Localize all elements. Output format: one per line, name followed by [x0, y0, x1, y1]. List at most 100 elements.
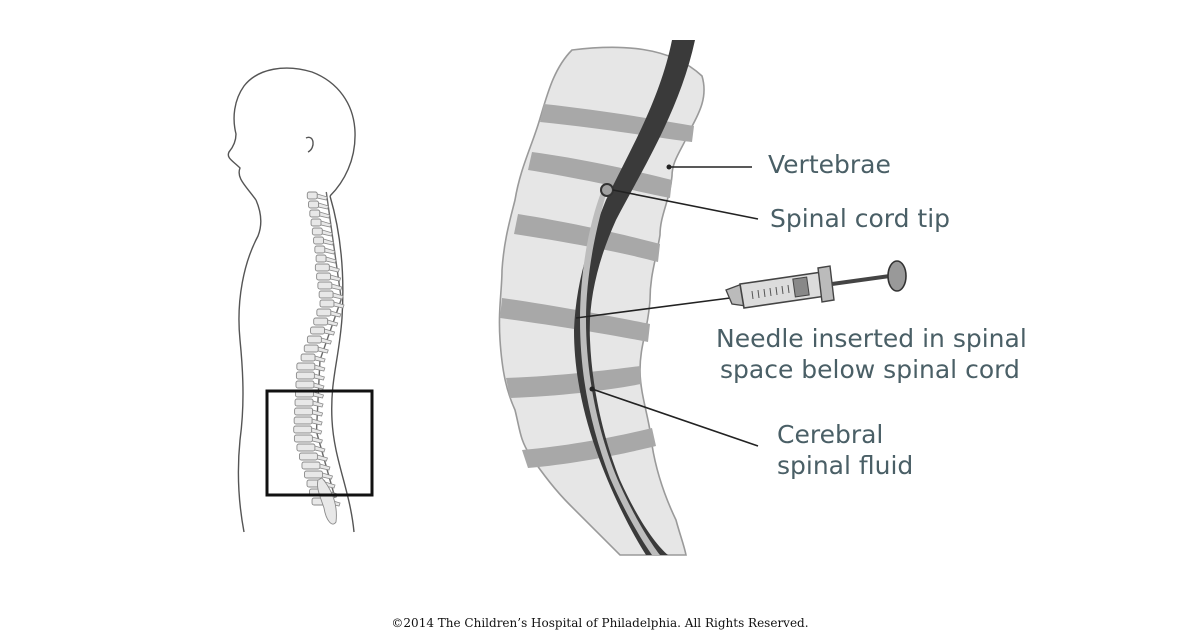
small-sacrum	[317, 477, 337, 525]
small-vertebra	[314, 263, 330, 272]
small-vertebra	[310, 326, 325, 335]
csf-marker	[589, 386, 595, 392]
small-vertebra	[308, 200, 319, 209]
small-vertebra	[309, 209, 321, 218]
disc-2	[528, 152, 672, 198]
leader-cord-tip	[612, 189, 759, 220]
small-spinous-process	[319, 211, 331, 219]
small-spinous-process	[323, 238, 335, 246]
small-spinous-process	[325, 256, 337, 264]
small-spinous-process	[322, 472, 333, 480]
small-vertebra	[316, 272, 332, 281]
body-outline	[227, 67, 356, 533]
small-spinous-process	[332, 292, 344, 300]
small-spinous-process	[313, 391, 325, 399]
syringe	[575, 260, 907, 319]
small-vertebra	[315, 254, 327, 263]
small-spinous-process	[317, 454, 328, 462]
label-spinal-cord-tip-text: Spinal cord tip	[770, 204, 951, 233]
inset-box	[265, 389, 374, 497]
small-spinous-process	[321, 337, 332, 345]
label-csf-line1: Cerebral	[777, 420, 884, 449]
disc-6	[522, 428, 656, 468]
small-vertebra	[300, 353, 316, 362]
plunger-seal	[792, 276, 810, 298]
disc-3	[514, 214, 660, 262]
small-spinous-process	[312, 409, 324, 417]
small-vertebra	[313, 317, 329, 326]
ear-outline	[305, 136, 314, 153]
leader-lines	[591, 166, 759, 447]
small-spinous-process	[319, 463, 331, 471]
small-vertebra	[317, 281, 333, 290]
label-vertebrae-text: Vertebrae	[768, 150, 891, 179]
small-vertebra	[311, 227, 323, 236]
small-spinous-process	[324, 328, 336, 336]
label-csf-line2: spinal fluid	[777, 451, 914, 480]
small-vertebra	[296, 443, 316, 452]
small-spinous-process	[317, 346, 329, 354]
small-spinous-process	[316, 193, 328, 201]
small-spinous-process	[333, 301, 345, 309]
small-vertebra	[313, 236, 325, 245]
lumbar-spine	[498, 40, 705, 556]
small-vertebra	[293, 425, 313, 434]
small-spinous-process	[314, 373, 325, 381]
small-spinous-process	[314, 355, 326, 363]
small-spinous-process	[312, 400, 324, 408]
small-spinous-process	[328, 265, 340, 273]
front-outline	[237, 199, 262, 533]
vertebrae-marker	[666, 164, 672, 170]
plunger-rod	[831, 274, 891, 286]
small-vertebra	[293, 416, 313, 425]
small-vertebra	[294, 407, 314, 416]
small-spinous-process	[324, 247, 336, 255]
small-vertebra	[319, 299, 335, 308]
back-outline	[329, 195, 355, 533]
barrel-flange	[817, 265, 835, 303]
small-vertebra	[293, 434, 313, 443]
small-vertebra	[303, 344, 319, 353]
small-spinous-process	[330, 310, 342, 318]
small-spinous-process	[314, 445, 326, 453]
small-vertebra	[304, 470, 323, 479]
small-vertebra	[306, 191, 318, 200]
small-vertebra	[306, 335, 322, 344]
disc-5	[506, 366, 641, 398]
copyright-notice: ©2014 The Children’s Hospital of Philade…	[391, 616, 809, 630]
small-vertebra	[295, 380, 315, 389]
small-vertebra	[318, 290, 334, 299]
small-spinous-process	[320, 220, 332, 228]
small-vertebra	[296, 362, 316, 371]
small-spinous-process	[327, 319, 339, 327]
label-needle-line1: Needle inserted in spinal	[716, 324, 1027, 353]
small-spinous-process	[321, 229, 333, 237]
label-spinal-cord-tip: Spinal cord tip	[770, 203, 950, 234]
small-spinous-process	[330, 274, 342, 282]
small-vertebra	[294, 398, 314, 407]
small-vertebra	[316, 308, 332, 317]
small-spine	[293, 191, 345, 525]
small-spinous-process	[314, 364, 326, 372]
small-spinous-process	[318, 202, 330, 210]
head-outline	[227, 67, 356, 201]
small-spinous-process	[311, 427, 323, 435]
plunger-thumb	[887, 260, 907, 292]
vertebral-column	[498, 46, 705, 556]
label-csf: Cerebral spinal fluid	[777, 419, 913, 481]
spinal-cord-tip-marker	[600, 183, 614, 197]
small-spinous-process	[331, 283, 343, 291]
small-spinous-process	[311, 418, 323, 426]
small-vertebra	[298, 452, 318, 461]
small-spinous-process	[313, 382, 325, 390]
small-vertebra	[314, 245, 326, 254]
label-needle: Needle inserted in spinal space below sp…	[716, 323, 1027, 385]
spinal-canal	[574, 40, 695, 555]
leader-csf	[591, 388, 759, 447]
label-vertebrae: Vertebrae	[768, 149, 891, 180]
needle-shaft	[575, 297, 731, 319]
small-vertebra	[310, 218, 322, 227]
small-vertebra	[295, 371, 315, 380]
